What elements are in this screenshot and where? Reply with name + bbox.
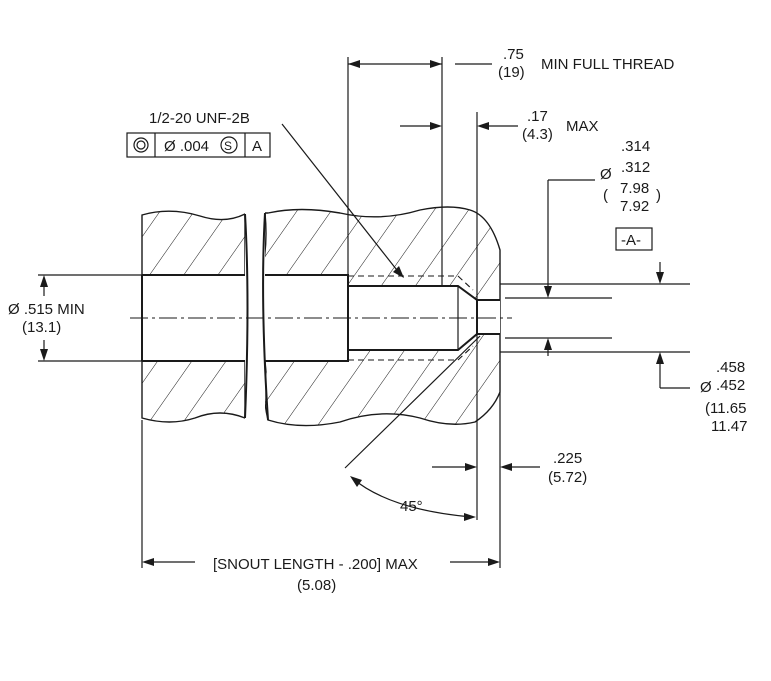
fcf-datum: A bbox=[252, 138, 262, 155]
depth-text: MAX bbox=[566, 118, 599, 135]
datum-a-label: -A- bbox=[621, 232, 641, 249]
bore-dia-mm: (13.1) bbox=[22, 319, 61, 336]
snout-length-mm: (5.08) bbox=[297, 577, 336, 594]
thread-callout: 1/2-20 UNF-2B bbox=[149, 110, 250, 127]
small-dia-paren-open: ( bbox=[603, 187, 608, 204]
small-dia-in-lo: .312 bbox=[621, 159, 650, 176]
bore-dia-in: Ø .515 MIN bbox=[8, 301, 85, 318]
small-dia-mm-hi: 7.98 bbox=[620, 180, 649, 197]
pilot-dia-mm-lo: 11.47 bbox=[711, 418, 747, 435]
pilot-dia-in-lo: .452 bbox=[716, 377, 745, 394]
min-full-thread-in: .75 bbox=[503, 46, 524, 63]
break-gap bbox=[245, 205, 265, 435]
fcf-tolerance: Ø .004 bbox=[164, 138, 209, 155]
pilot-dia-symbol: Ø bbox=[700, 379, 712, 396]
datum-a-box bbox=[615, 227, 653, 251]
small-dia-symbol: Ø bbox=[600, 166, 612, 183]
small-dia-in-hi: .314 bbox=[621, 138, 650, 155]
depth-in: .17 bbox=[527, 108, 548, 125]
small-dia-paren-close: ) bbox=[656, 187, 661, 204]
pilot-dia-in-hi: .458 bbox=[716, 359, 745, 376]
step-in: .225 bbox=[553, 450, 582, 467]
depth-mm: (4.3) bbox=[522, 126, 553, 143]
small-dia-mm-lo: 7.92 bbox=[620, 198, 649, 215]
pilot-dia-mm-hi: (11.65 bbox=[705, 400, 746, 417]
min-full-thread-text: MIN FULL THREAD bbox=[541, 56, 675, 73]
step-mm: (5.72) bbox=[548, 469, 587, 486]
chamfer-angle: 45° bbox=[400, 498, 423, 515]
fcf-modifier: S bbox=[224, 139, 232, 153]
feature-control-frame: Ø .004 S A bbox=[126, 132, 271, 158]
snout-length-in: [SNOUT LENGTH - .200] MAX bbox=[213, 556, 418, 573]
min-full-thread-mm: (19) bbox=[498, 64, 525, 81]
